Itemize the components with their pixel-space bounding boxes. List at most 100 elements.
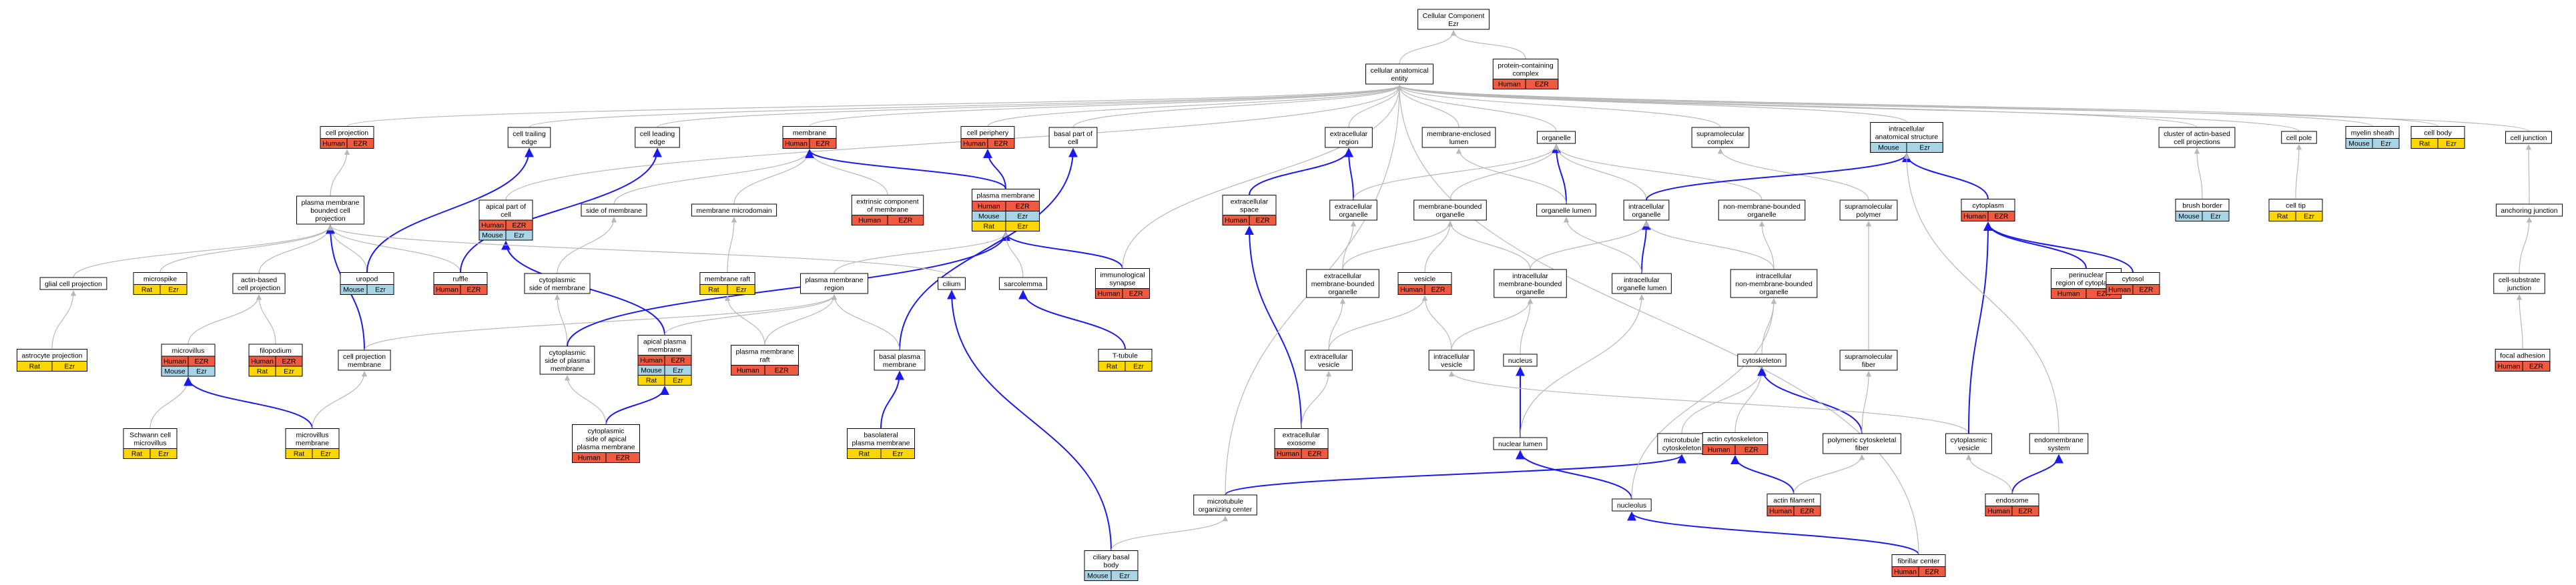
go-term-orglum[interactable]: organelle lumen	[1536, 203, 1596, 217]
term-box	[938, 277, 966, 290]
edge-mtoc-to-mtcyto-regulated	[1225, 454, 1686, 496]
go-term-sarco[interactable]: sarcolemma	[998, 277, 1048, 290]
term-box	[2495, 203, 2563, 217]
go-term-nucleolus[interactable]: nucleolus	[1612, 498, 1652, 512]
go-term-cpole[interactable]: cell pole	[2281, 131, 2317, 144]
term-label-line: cell projection	[326, 129, 368, 137]
go-term-nuclum[interactable]: nuclear lumen	[1493, 437, 1548, 450]
term-label-line: membrane microdomain	[696, 207, 771, 215]
gene-cell	[1110, 570, 1139, 581]
go-term-nucleus[interactable]: nucleus	[1503, 354, 1538, 367]
go-term-cilium[interactable]: cilium	[938, 277, 966, 290]
go-term-icnmbo[interactable]: intracellularnon-membrane-boundedorganel…	[1730, 269, 1818, 298]
go-term-memdom[interactable]: membrane microdomain	[691, 203, 777, 217]
term-label-line: basal plasma	[879, 353, 920, 361]
edge-icolum-to-ico-regulated	[1641, 220, 1651, 274]
go-term-cjunc[interactable]: cell junction	[2505, 131, 2552, 144]
term-label-line: cell body	[2424, 129, 2452, 137]
go-term-sidemem[interactable]: side of membrane	[581, 203, 647, 217]
species-name: Rat	[294, 450, 304, 458]
go-term-anchor[interactable]: anchoring junction	[2495, 203, 2563, 217]
go-term-organelle[interactable]: organelle	[1536, 131, 1576, 144]
species-name: Human	[481, 221, 504, 229]
go-term-glial[interactable]: glial cell projection	[39, 277, 107, 290]
edge-endosome-to-endomem-regulated	[2011, 454, 2063, 494]
term-label-line: non-membrane-bounded	[1723, 203, 1801, 211]
edge-excorg-to-excreg-regulated	[1344, 147, 1354, 201]
go-term-cytoskel[interactable]: cytoskeleton	[1737, 354, 1787, 367]
